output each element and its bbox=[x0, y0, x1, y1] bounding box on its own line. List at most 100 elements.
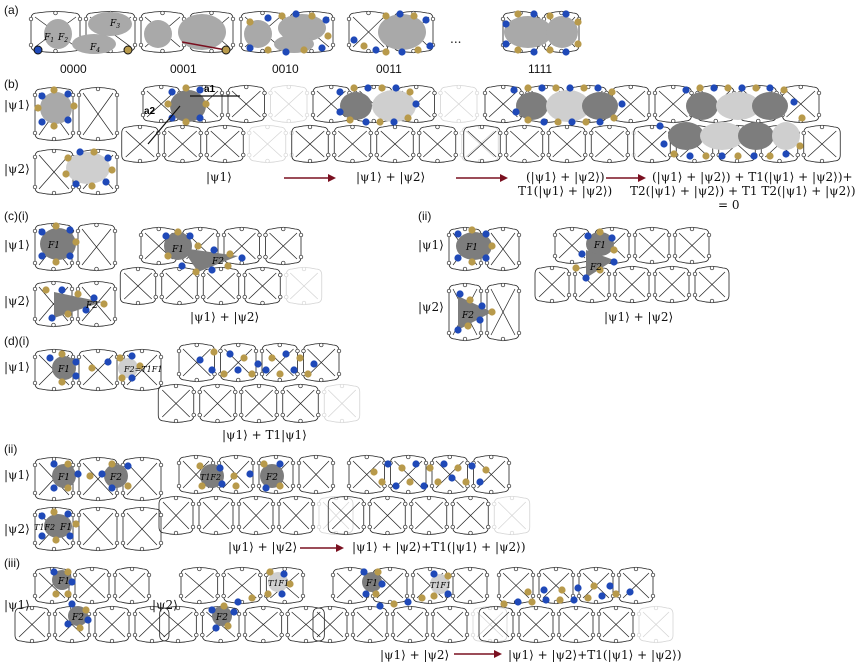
blue-vertex bbox=[790, 98, 798, 106]
gold-vertex bbox=[52, 258, 60, 266]
d-iii-caption-1: |ψ1⟩ + |ψ2⟩ bbox=[380, 648, 450, 662]
gold-vertex bbox=[264, 590, 272, 598]
blue-vertex bbox=[596, 118, 604, 126]
blue-vertex bbox=[606, 582, 614, 590]
gold-vertex bbox=[514, 10, 522, 18]
blue-vertex bbox=[626, 588, 634, 596]
face-label: F2 bbox=[461, 311, 474, 321]
blue-vertex bbox=[196, 114, 204, 122]
lattice-b-psi1 bbox=[32, 86, 120, 142]
lattice-d-ii-sum: T1F2 F2 bbox=[158, 454, 354, 536]
vertex-dots bbox=[336, 84, 420, 126]
blue-vertex bbox=[50, 568, 58, 576]
gold-vertex bbox=[64, 484, 72, 492]
blue-vertex bbox=[396, 10, 404, 18]
lattice-c-ii-psi1: F1 bbox=[446, 226, 522, 272]
lattice-b-psi2 bbox=[32, 148, 120, 196]
blue-vertex bbox=[162, 232, 170, 240]
vertex-dots bbox=[164, 84, 210, 126]
gold-vertex bbox=[224, 262, 232, 270]
face-label: T1F2 bbox=[34, 523, 55, 532]
blue-vertex bbox=[562, 10, 570, 18]
blue-vertex bbox=[38, 118, 46, 126]
gold-vertex bbox=[64, 568, 72, 576]
gold-vertex bbox=[414, 46, 422, 54]
gold-vertex bbox=[64, 154, 72, 162]
d-ii-caption-1: |ψ1⟩ + |ψ2⟩ bbox=[228, 540, 298, 554]
blue-vertex bbox=[318, 44, 326, 52]
gold-vertex bbox=[82, 606, 90, 614]
blue-vertex bbox=[264, 14, 272, 22]
blue-vertex bbox=[618, 100, 626, 108]
blue-vertex bbox=[74, 470, 82, 478]
blue-vertex bbox=[336, 108, 344, 116]
gold-vertex bbox=[382, 48, 390, 56]
gold-vertex bbox=[108, 460, 116, 468]
blue-vertex bbox=[238, 254, 246, 262]
gold-vertex bbox=[52, 536, 60, 544]
blue-vertex bbox=[540, 586, 548, 594]
lattice-grid bbox=[32, 506, 164, 552]
gold-vertex bbox=[58, 350, 66, 358]
lattice-c-i-psi1: F1 bbox=[32, 222, 118, 272]
vertex-dots bbox=[162, 228, 246, 276]
gold-vertex bbox=[324, 32, 332, 40]
blue-vertex bbox=[48, 314, 56, 322]
gold-vertex bbox=[702, 152, 710, 160]
gold-vertex bbox=[360, 42, 368, 50]
lattice-c-ii-sum: F1 F2 bbox=[534, 226, 730, 304]
blue-vertex bbox=[384, 460, 392, 468]
gold-vertex bbox=[608, 88, 616, 96]
blue-vertex bbox=[66, 226, 74, 234]
gold-vertex bbox=[574, 18, 582, 26]
face-label: F1 bbox=[47, 241, 60, 251]
gold-vertex bbox=[524, 588, 532, 596]
gold-vertex bbox=[100, 300, 108, 308]
gold-vertex bbox=[514, 46, 522, 54]
gold-vertex bbox=[308, 12, 316, 20]
gold-vertex bbox=[118, 374, 126, 382]
vertex-dots bbox=[34, 86, 78, 130]
gold-vertex bbox=[430, 592, 438, 600]
gold-vertex bbox=[552, 84, 560, 92]
gold-vertex bbox=[444, 572, 452, 580]
face-label-f4: F4 bbox=[89, 43, 100, 54]
gold-vertex bbox=[596, 266, 604, 274]
blue-vertex bbox=[468, 462, 476, 470]
gold-vertex bbox=[86, 472, 94, 480]
gold-vertex bbox=[488, 242, 496, 250]
gold-vertex bbox=[192, 268, 200, 276]
c-ii-psi2-label: |ψ2⟩ bbox=[418, 300, 444, 314]
blue-vertex bbox=[610, 258, 618, 266]
gold-vertex bbox=[34, 104, 42, 112]
face-label-f2: F2 bbox=[57, 33, 68, 44]
gold-vertex bbox=[226, 250, 234, 258]
blue-vertex bbox=[64, 510, 72, 518]
gold-vertex bbox=[546, 46, 554, 54]
lattice-b-2 bbox=[291, 84, 499, 164]
b-caption-3-line2: T1(|ψ1⟩ + |ψ2⟩) bbox=[518, 184, 613, 198]
gold-vertex bbox=[240, 354, 248, 362]
lattice-c-ii-psi2: F2 bbox=[446, 282, 522, 342]
face-label: F1 bbox=[365, 579, 378, 589]
blue-vertex bbox=[218, 480, 226, 488]
vertex-dots bbox=[500, 582, 634, 608]
blue-vertex bbox=[90, 294, 98, 302]
lattice-grid bbox=[157, 342, 361, 424]
blue-vertex bbox=[72, 372, 80, 380]
c-ii-psi1-label: |ψ1⟩ bbox=[418, 238, 444, 252]
face-label: F2 bbox=[85, 301, 98, 311]
blue-vertex bbox=[398, 48, 406, 56]
gold-vertex bbox=[724, 84, 732, 92]
blue-vertex bbox=[412, 460, 420, 468]
blue-vertex bbox=[686, 152, 694, 160]
blue-vertex bbox=[226, 350, 234, 358]
lattice-grid bbox=[291, 84, 499, 164]
face-label: T1F1 bbox=[430, 581, 451, 590]
gold-vertex bbox=[554, 118, 562, 126]
blue-vertex bbox=[568, 118, 576, 126]
gold-vertex bbox=[434, 478, 442, 486]
lattice-d-iii-psi2: F2 T1F1 bbox=[159, 566, 325, 644]
lattice-grid bbox=[14, 566, 170, 644]
b-caption-4-line2: T2(|ψ1⟩ + |ψ2⟩) + T1 T2(|ψ1⟩ + |ψ2⟩) bbox=[630, 184, 856, 198]
